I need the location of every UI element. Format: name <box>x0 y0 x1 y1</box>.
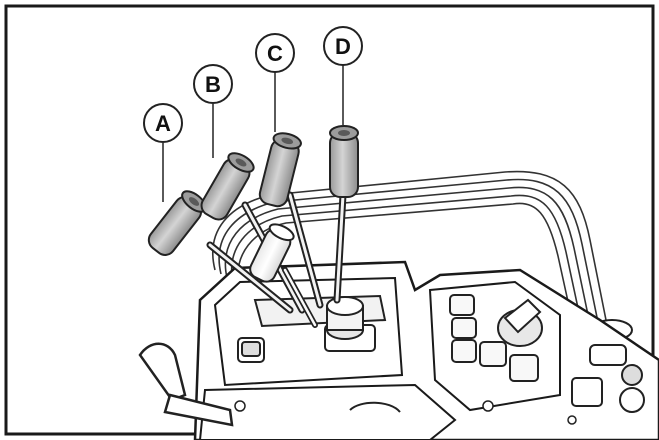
panel-curve <box>349 401 401 413</box>
callout-c: C <box>255 33 295 73</box>
callout-leaders <box>162 65 344 202</box>
center-knob <box>326 296 364 340</box>
callout-d: D <box>323 26 363 66</box>
side-rail <box>138 342 234 427</box>
callout-label-b: B <box>205 72 221 97</box>
right-panel-switches <box>449 294 539 382</box>
callout-circle-c <box>255 33 295 73</box>
callout-circle-d <box>323 26 363 66</box>
callout-a: A <box>143 103 183 143</box>
fasteners <box>234 400 577 425</box>
callout-label-d: D <box>335 34 351 59</box>
callout-b: B <box>193 64 233 104</box>
far-right-switches <box>571 344 645 413</box>
lever-c <box>258 132 324 309</box>
hose-bundle <box>212 170 609 339</box>
callout-circle-b <box>193 64 233 104</box>
callout-label-a: A <box>155 111 171 136</box>
callout-circle-a <box>143 103 183 143</box>
rotary-knob <box>497 298 543 347</box>
lever-a <box>147 190 294 314</box>
lever-light <box>249 223 318 328</box>
lever-d <box>329 125 359 304</box>
callout-label-c: C <box>267 41 283 66</box>
